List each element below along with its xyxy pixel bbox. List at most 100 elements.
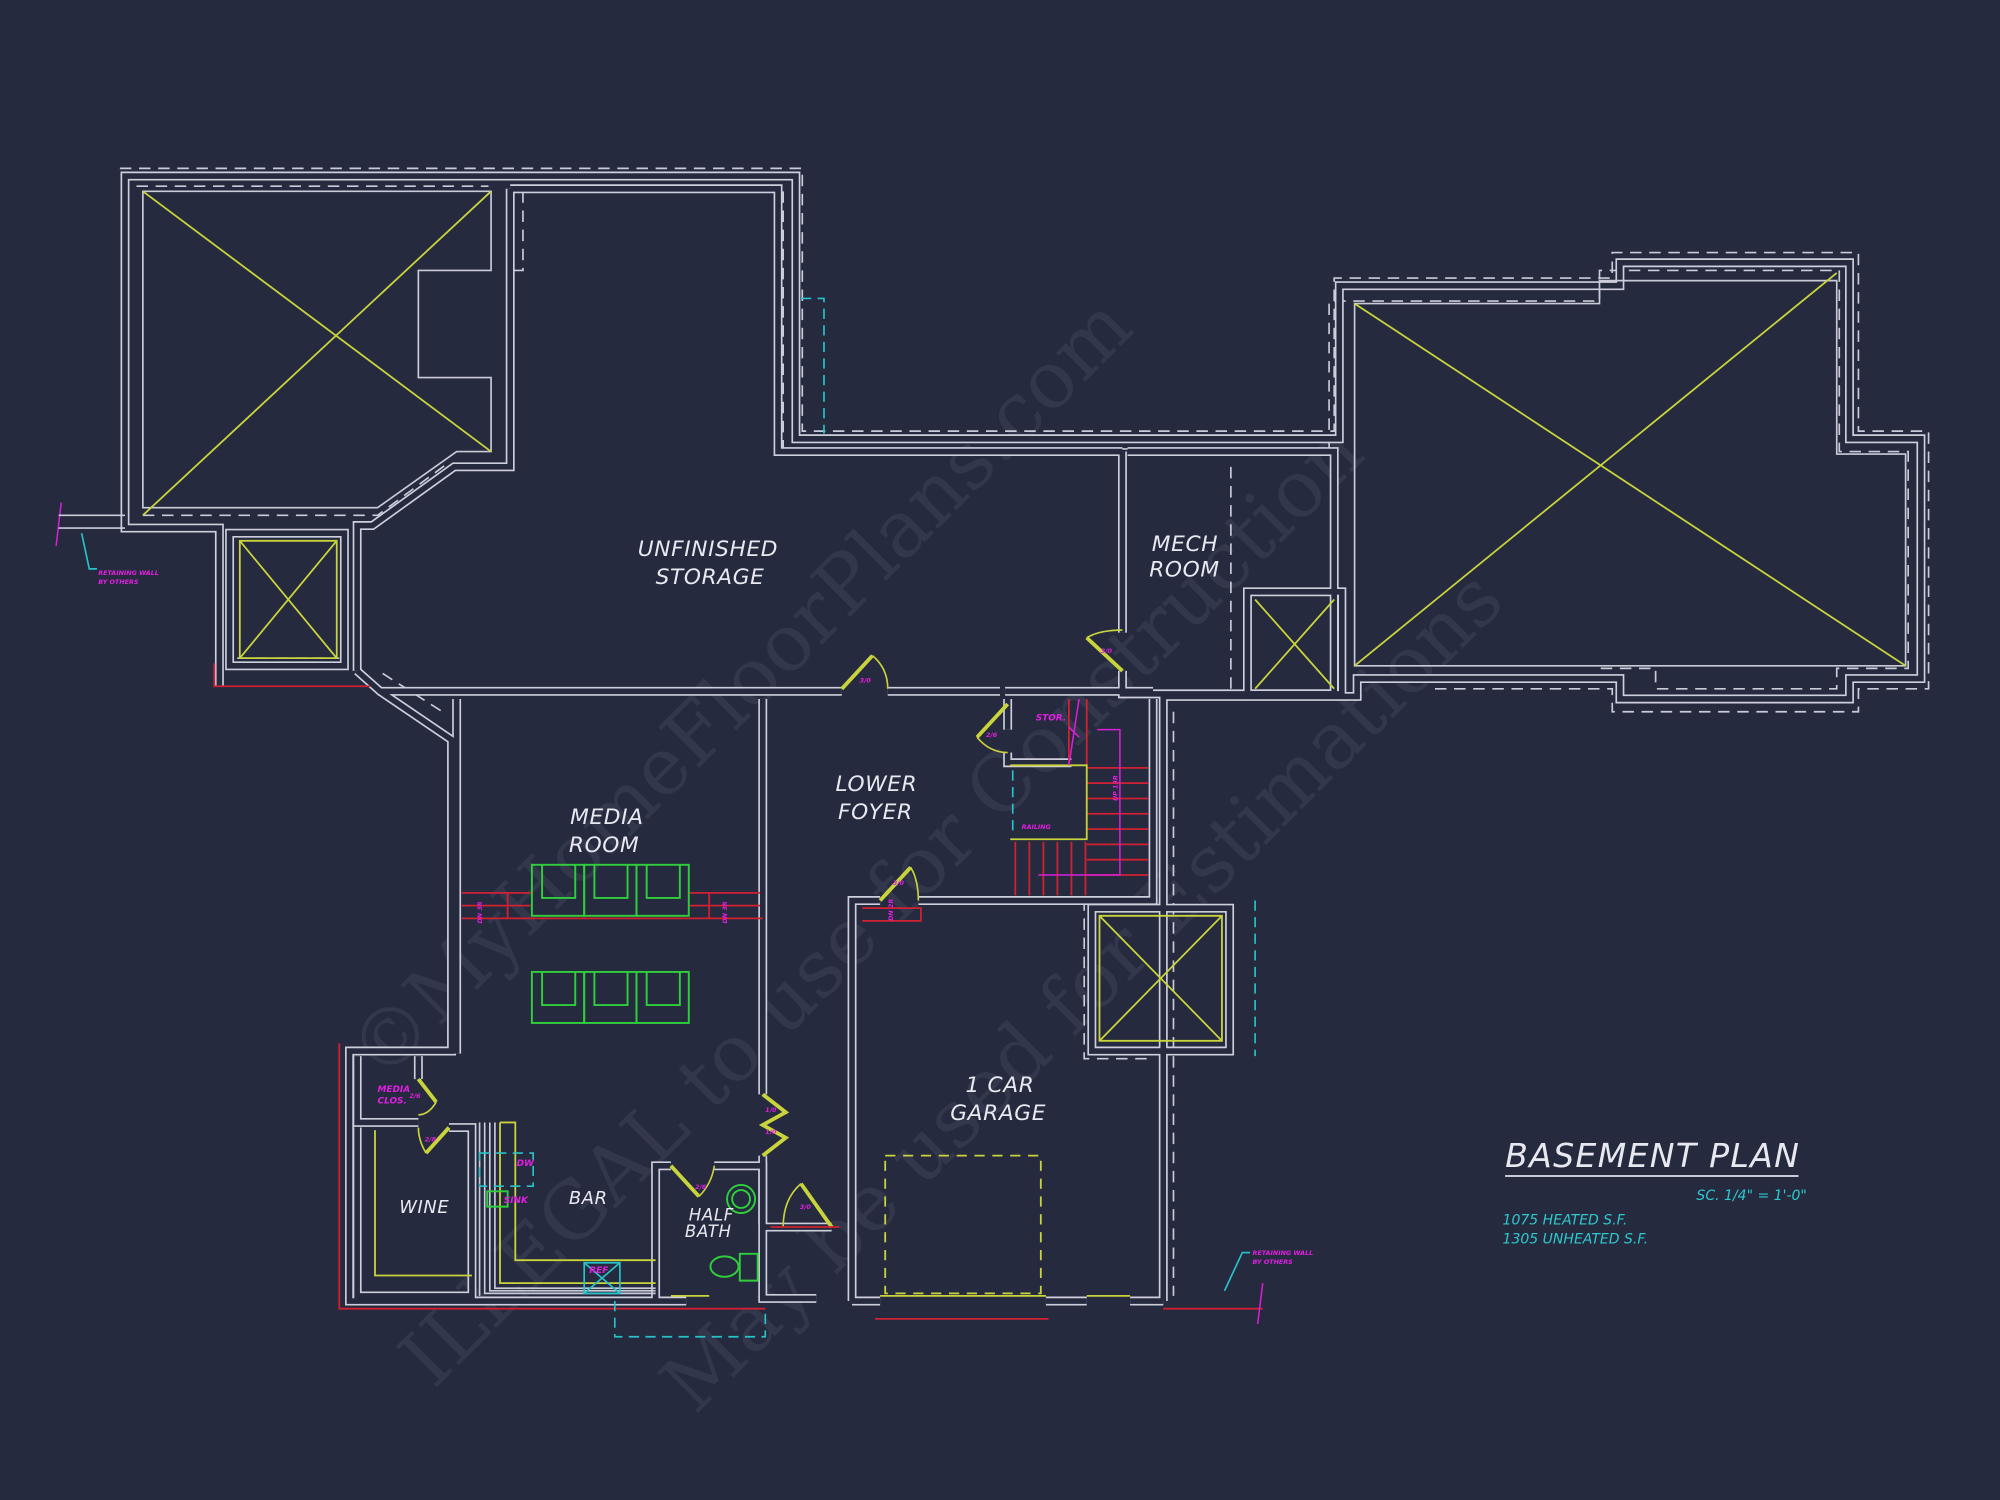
retaining-wall-end-left (55, 502, 62, 547)
garage-details (55, 297, 1264, 1338)
theater-seat-cushion (645, 971, 681, 1007)
unexcavated-right (1353, 279, 1907, 667)
door-stor-closet[interactable] (975, 702, 1010, 739)
toilet-bowl[interactable] (709, 1255, 740, 1278)
theater-seat (530, 970, 586, 1024)
door-half-bath[interactable] (669, 1164, 701, 1198)
retaining-wall-left-2: BY OTHERS (98, 578, 139, 586)
label-garage-1: 1 CAR (966, 1073, 1035, 1098)
door-swing (976, 736, 1008, 754)
label-half-bath-1: HALF (689, 1206, 734, 1225)
door-swing (417, 1127, 427, 1154)
label-unfinished-storage-2: STORAGE (656, 565, 765, 590)
plan-title: BASEMENT PLAN (1505, 1136, 1800, 1175)
door-label: 1/0 (765, 1106, 777, 1114)
label-railing: RAILING (1022, 823, 1051, 831)
label-ref: REF (589, 1266, 608, 1276)
door-label: 2/6 (986, 731, 998, 739)
bar-top (499, 1121, 656, 1285)
door-media-east-1[interactable] (758, 1092, 790, 1158)
bath-sink[interactable] (726, 1183, 757, 1214)
garage-walls-inner (849, 698, 1164, 1304)
media-exterior-wall-inner (346, 689, 687, 1304)
refrigerator[interactable] (583, 1261, 621, 1295)
wine-rack (374, 1130, 472, 1277)
label-mech-1: MECH (1152, 532, 1218, 557)
x-mark-left (142, 190, 492, 516)
door-swing (910, 866, 920, 901)
bath-sink-basin (731, 1189, 751, 1209)
label-stor: STOR. (1036, 714, 1066, 724)
half-bath-wall-inner (652, 1163, 832, 1302)
label-media-closet-1: MEDIA (378, 1085, 411, 1095)
label-up-13r: UP 13R (1111, 775, 1119, 801)
label-sink: SINK (504, 1196, 529, 1206)
label-foyer-1: LOWER (835, 772, 917, 797)
left-x-box-inner (226, 530, 348, 669)
door-labels: 3/0 3/0 2/6 3/0 2/6 2/8 1/0 1/0 2/6 3/0 (409, 647, 1112, 1211)
plan-scale: SC. 1/4" = 1'-0" (1696, 1188, 1806, 1204)
bath-fixtures (709, 1183, 759, 1282)
retaining-wall-leader-left (80, 532, 97, 570)
label-media-2: ROOM (569, 833, 639, 858)
dishwasher[interactable] (478, 1152, 534, 1188)
x-mark-garage (1098, 914, 1223, 1042)
door-wine[interactable] (424, 1126, 451, 1155)
label-media-closet-2: CLOS. (378, 1096, 407, 1106)
bar-counter (374, 1121, 656, 1296)
retaining-wall-red (213, 663, 1263, 1320)
garage-step (862, 907, 922, 922)
unexcavated-left (142, 190, 492, 509)
door-exterior[interactable] (799, 1182, 834, 1229)
footing-left (119, 167, 1930, 713)
retaining-wall-left (58, 514, 125, 529)
theater-seat-cushion (593, 971, 629, 1007)
label-mech-2: ROOM (1149, 558, 1219, 583)
door-swing (871, 654, 889, 689)
door-swing (782, 1183, 802, 1228)
garage-x-box-inner (1089, 905, 1233, 1054)
annotation-labels: DW SINK REF STOR. RAILING UP 13R DN 3R D… (98, 569, 1313, 1276)
door-label: 3/0 (860, 676, 872, 684)
retaining-wall-left-1: RETAINING WALL (98, 569, 159, 577)
label-dn-3r-right: DN 3R (721, 901, 729, 923)
door-swing (418, 1101, 437, 1116)
door-label: 2/6 (695, 1183, 707, 1191)
media-closet-wall-inner (354, 1056, 475, 1299)
retaining-wall-right-1: RETAINING WALL (1253, 1249, 1314, 1257)
retaining-wall-end-right (1256, 1283, 1264, 1325)
door-label: 2/8 (425, 1136, 437, 1144)
doors (416, 629, 1124, 1229)
door-garage[interactable] (878, 866, 913, 902)
door-label: 1/0 (765, 1128, 777, 1136)
label-garage-2: GARAGE (950, 1101, 1046, 1126)
label-half-bath-2: BATH (685, 1222, 732, 1241)
theater-seat-cushion (593, 864, 629, 899)
media-step-left (461, 891, 763, 920)
label-foyer-2: FOYER (838, 800, 913, 825)
x-mark-right (1354, 272, 1907, 667)
x-mark-left-small (239, 540, 338, 659)
door-mech[interactable] (1085, 636, 1124, 673)
theater-seat (635, 970, 690, 1024)
unheated-area: 1305 UNHEATED S.F. (1503, 1232, 1649, 1248)
stair-arrow (1038, 728, 1121, 876)
bar-sink[interactable] (486, 1190, 509, 1208)
heated-area: 1075 HEATED S.F. (1503, 1212, 1628, 1228)
dimension-line-bottom (613, 1301, 767, 1338)
steps-and-railing (213, 663, 1263, 1320)
room-labels: UNFINISHED STORAGE MECH ROOM MEDIA ROOM … (378, 532, 1219, 1241)
right-x-box-inner (1244, 589, 1345, 697)
x-box-left-small-outline (238, 539, 338, 660)
label-wine: WINE (399, 1197, 449, 1218)
door-label: 3/0 (1101, 647, 1113, 655)
door-storage[interactable] (840, 654, 874, 691)
door-media-closet[interactable] (416, 1077, 438, 1104)
stor-leader (1068, 698, 1080, 766)
media-seating (530, 863, 690, 1024)
storage-inner-wall-inner (354, 188, 514, 671)
left-box-wall-inner (510, 185, 1123, 455)
theater-seat-cushion (541, 864, 577, 899)
label-bar: BAR (569, 1188, 608, 1209)
